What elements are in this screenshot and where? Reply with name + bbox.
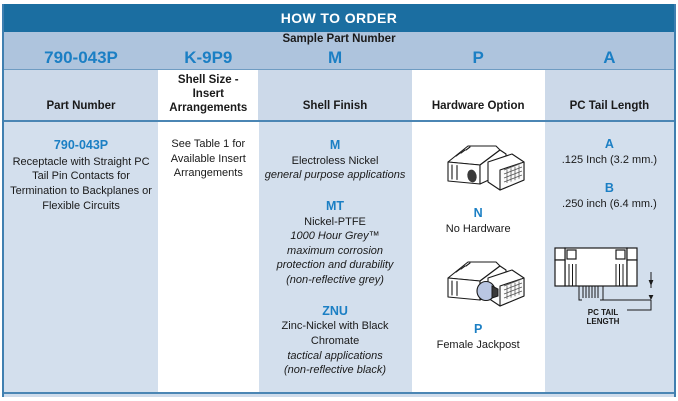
- cell-part-number: 790-043P Receptacle with Straight PC Tai…: [4, 122, 159, 392]
- sample-part-number-codes: 790-043P K-9P9 M P A: [4, 46, 674, 70]
- hardware-option-p: P Female Jackpost: [417, 248, 540, 352]
- sample-part-number-band: Sample Part Number 790-043P K-9P9 M P A: [4, 32, 674, 70]
- sample-code-shell-finish: M: [327, 48, 343, 67]
- column-header-shell-finish: Shell Finish: [302, 99, 368, 112]
- shell-finish-code-m: M: [329, 138, 341, 152]
- shell-finish-note-znu-2: (non-reflective black): [283, 364, 387, 377]
- hardware-option-n: N No Hardware: [417, 132, 540, 236]
- cell-shell-size: See Table 1 for Available Insert Arrange…: [158, 122, 259, 392]
- pc-tail-option-b: B .250 inch (6.4 mm.): [550, 180, 669, 211]
- column-header-row: Part Number Shell Size - Insert Arrangem…: [4, 70, 674, 122]
- cell-hardware-option: N No Hardware: [411, 122, 545, 392]
- part-number-description: Receptacle with Straight PC Tail Pin Con…: [10, 155, 152, 212]
- order-table: HOW TO ORDER Sample Part Number 790-043P…: [2, 4, 676, 397]
- column-header-pc-tail-length: PC Tail Length: [569, 99, 650, 112]
- pc-tail-option-a: A .125 Inch (3.2 mm.): [550, 136, 669, 167]
- sample-part-number-caption: Sample Part Number: [282, 33, 396, 45]
- pc-tail-annotation-line1: PC TAIL: [588, 308, 619, 317]
- pc-tail-code-b: B: [604, 181, 614, 196]
- connector-no-hardware-icon: [417, 132, 540, 204]
- table-bottom-bar: [4, 392, 674, 397]
- hardware-option-label-n: No Hardware: [445, 222, 511, 235]
- hardware-option-code-p: P: [474, 322, 483, 337]
- shell-finish-code-mt: MT: [326, 198, 345, 213]
- column-header-hardware-option: Hardware Option: [411, 70, 545, 120]
- sample-code-hardware-option: P: [472, 48, 484, 67]
- column-header-part-number: Part Number: [46, 99, 116, 112]
- shell-finish-note-mt-3: (non-reflective grey): [286, 274, 384, 286]
- hardware-option-label-p: Female Jackpost: [436, 338, 520, 351]
- shell-finish-note-mt-1: 1000 Hour Grey™: [290, 230, 380, 243]
- page-title: HOW TO ORDER: [4, 4, 674, 32]
- shell-size-text: See Table 1 for Available Insert Arrange…: [170, 138, 246, 180]
- shell-finish-name-mt: Nickel-PTFE: [304, 215, 366, 228]
- shell-finish-note-znu-1: tactical applications: [287, 349, 383, 362]
- shell-finish-note-mt-2: maximum corrosion protection and durabil…: [276, 244, 394, 272]
- shell-finish-code-znu: ZNU: [322, 303, 348, 318]
- connector-female-jackpost-icon: [417, 248, 540, 320]
- shell-finish-name-znu: Zinc-Nickel with Black Chromate: [281, 320, 389, 347]
- connector-side-view-diagram: PC TAIL LENGTH: [550, 242, 669, 334]
- shell-finish-name-m: Electroless Nickel: [291, 154, 379, 167]
- shell-finish-note-m-1: general purpose applications: [264, 169, 406, 182]
- column-header-shell-size: Shell Size - Insert Arrangements: [158, 70, 259, 120]
- sample-code-shell-size: K-9P9: [184, 48, 233, 67]
- cell-shell-finish: M Electroless Nickel general purpose app…: [258, 122, 412, 392]
- pc-tail-value-b: .250 inch (6.4 mm.): [562, 197, 657, 210]
- sample-code-part-number: 790-043P: [44, 48, 118, 67]
- sample-code-pc-tail-length: A: [603, 48, 616, 67]
- pc-tail-value-a: .125 Inch (3.2 mm.): [561, 153, 658, 166]
- hardware-option-code-n: N: [473, 206, 483, 220]
- cell-pc-tail-length: A .125 Inch (3.2 mm.) B .250 inch (6.4 m…: [544, 122, 675, 392]
- part-number-code: 790-043P: [53, 138, 109, 152]
- pc-tail-code-a: A: [604, 137, 614, 151]
- order-table-body: 790-043P Receptacle with Straight PC Tai…: [4, 122, 675, 392]
- jackpost-shape: [476, 281, 499, 302]
- pc-tail-annotation-line2: LENGTH: [587, 317, 620, 326]
